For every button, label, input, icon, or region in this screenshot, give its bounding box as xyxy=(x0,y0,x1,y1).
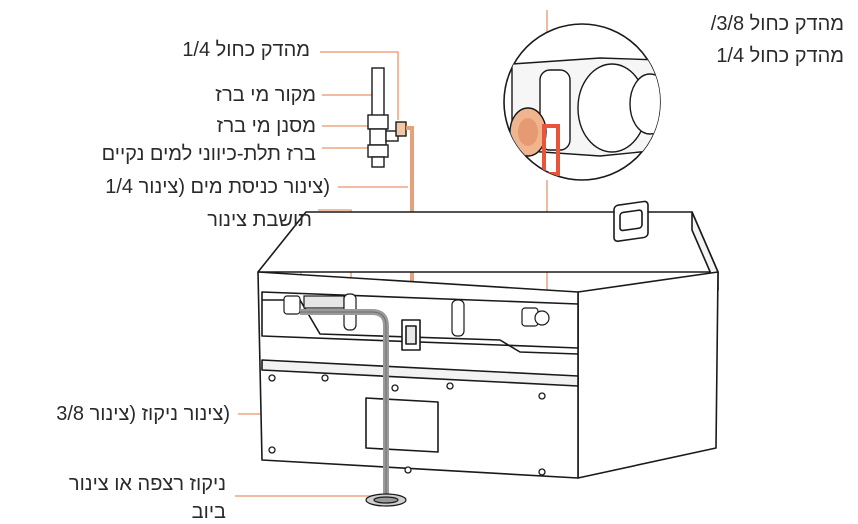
clip-quarter xyxy=(395,121,407,137)
label-clip-callout-line1: מהדק כחול 3/8/ xyxy=(710,13,844,35)
fitting-left xyxy=(283,295,301,315)
valve-body xyxy=(369,128,387,146)
clip-zoom-circle xyxy=(503,23,661,181)
valve-bottom xyxy=(367,144,389,158)
fitting-right-end xyxy=(534,310,550,326)
screw xyxy=(538,468,546,476)
label-floor-drain-line2: ביוב xyxy=(191,501,226,523)
label-floor-drain-line1: ניקוז רצפה או צינור xyxy=(68,473,226,495)
lower-rail xyxy=(261,359,579,387)
screw xyxy=(321,374,329,382)
label-tap-water-filter: מסנן מי ברז xyxy=(216,115,316,137)
screws xyxy=(268,374,546,476)
purifier-unit xyxy=(257,200,719,479)
screw xyxy=(391,384,399,392)
leader-clip-quarter xyxy=(320,51,399,120)
screw xyxy=(268,374,276,382)
label-clip-quarter: מהדק כחול 1/4 xyxy=(182,39,310,61)
tap-pipe xyxy=(371,67,385,121)
screw xyxy=(538,392,546,400)
tap-filter-body xyxy=(367,114,389,130)
unit-top xyxy=(257,211,719,273)
screw xyxy=(404,466,412,474)
water-supply xyxy=(367,67,407,168)
label-plate xyxy=(365,397,439,453)
label-three-way-valve: ברז תלת-כיווני למים נקיים xyxy=(101,143,316,165)
unit-right-panel xyxy=(577,271,719,479)
power-connector-inner xyxy=(405,325,417,345)
label-drain-tube: (צינור ניקוז (צינור 3/8 xyxy=(56,403,230,425)
label-clip-callout-line2: מהדק כחול 1/4 xyxy=(716,45,844,67)
floor-drain xyxy=(365,493,407,507)
tube-holder-right xyxy=(451,299,465,337)
label-inlet-tube: (צינור כניסת מים (צינור 1/4 xyxy=(105,176,330,198)
drain-tube-outline xyxy=(300,311,387,496)
screw xyxy=(446,382,454,390)
label-tap-water-source: מקור מי ברז xyxy=(215,84,316,106)
connector-block xyxy=(303,295,345,309)
label-tube-holder: תושבת צינור xyxy=(207,209,312,231)
screw xyxy=(268,446,276,454)
pipe-below xyxy=(371,156,385,168)
side-handle-inner xyxy=(619,209,643,232)
